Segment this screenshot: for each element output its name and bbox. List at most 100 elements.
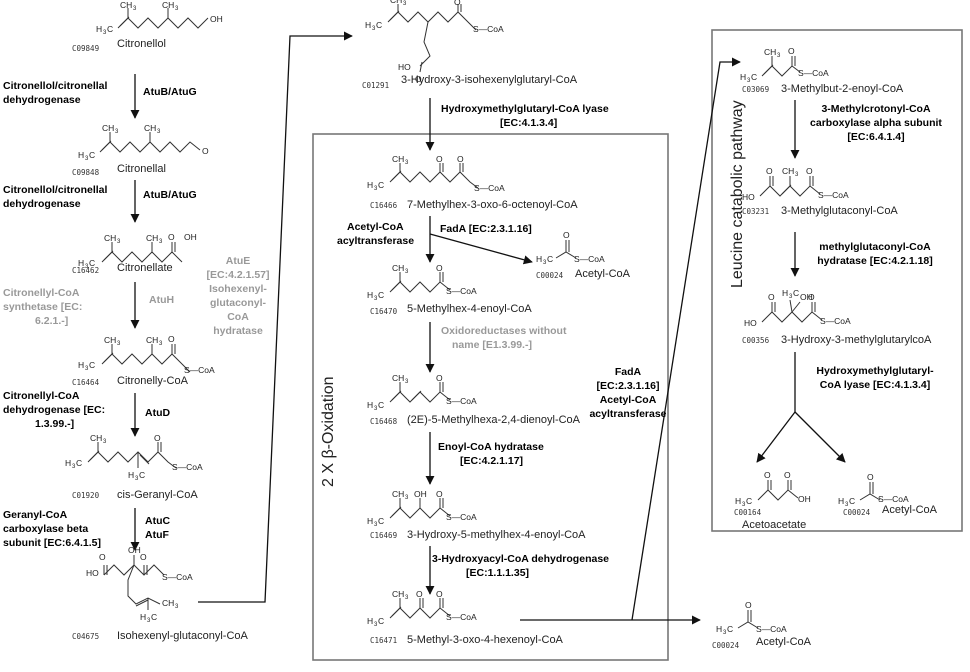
svg-text:O: O bbox=[168, 334, 175, 344]
svg-text:O: O bbox=[808, 292, 815, 302]
svg-text:C: C bbox=[378, 180, 384, 190]
enzyme-label: [EC:4.1.3.4] bbox=[500, 117, 557, 129]
svg-text:3: 3 bbox=[777, 53, 781, 59]
svg-text:3: 3 bbox=[374, 522, 378, 528]
compound-name: Citronellate bbox=[117, 262, 173, 274]
svg-text:CH: CH bbox=[104, 233, 116, 243]
svg-text:C: C bbox=[139, 470, 145, 480]
enzyme-label: Hydroxymethylglutaryl- bbox=[816, 365, 934, 377]
svg-text:CH: CH bbox=[162, 0, 174, 10]
enzyme-label: Citronellol/citronellal bbox=[3, 184, 108, 196]
svg-text:CH: CH bbox=[104, 335, 116, 345]
svg-text:C: C bbox=[378, 516, 384, 526]
compound-name: 7-Methylhex-3-oxo-6-octenoyl-CoA bbox=[407, 199, 578, 211]
svg-text:H: H bbox=[78, 258, 84, 268]
compound-name: Isohexenyl-glutaconyl-CoA bbox=[117, 630, 249, 642]
svg-text:OH: OH bbox=[210, 14, 223, 24]
svg-text:H: H bbox=[367, 516, 373, 526]
svg-text:H: H bbox=[96, 24, 102, 34]
svg-text:HO: HO bbox=[398, 62, 411, 72]
svg-text:O: O bbox=[436, 263, 443, 273]
svg-text:O: O bbox=[784, 470, 791, 480]
svg-text:CH: CH bbox=[390, 0, 402, 5]
compound-name: (2E)-5-Methylhexa-2,4-dienoyl-CoA bbox=[407, 414, 581, 426]
compound-name: 3-Hydroxy-5-methylhex-4-enoyl-CoA bbox=[407, 529, 586, 541]
svg-text:C: C bbox=[793, 288, 799, 298]
enzyme-label: synthetase [EC: bbox=[3, 301, 82, 313]
svg-text:O: O bbox=[867, 472, 874, 482]
gene-label: AtuB/AtuG bbox=[143, 189, 197, 201]
svg-text:O: O bbox=[766, 166, 773, 176]
svg-text:H: H bbox=[716, 624, 722, 634]
compound-name: Citronellol bbox=[117, 38, 166, 50]
svg-text:S—CoA: S—CoA bbox=[878, 494, 909, 504]
enzyme-label: methylglutaconyl-CoA bbox=[819, 241, 931, 253]
svg-text:OH: OH bbox=[414, 489, 427, 499]
svg-text:O: O bbox=[454, 0, 461, 7]
compound-name: Citronellal bbox=[117, 163, 166, 175]
svg-text:H: H bbox=[140, 612, 146, 622]
enzyme-label: hydratase [EC:4.2.1.18] bbox=[817, 255, 933, 267]
enzyme-label: dehydrogenase [EC: bbox=[3, 404, 105, 416]
enzyme-label: Acetyl-CoA bbox=[600, 394, 657, 406]
svg-text:H: H bbox=[367, 180, 373, 190]
compound-id: C03069 bbox=[742, 85, 769, 94]
compound-name: Acetoacetate bbox=[742, 519, 806, 531]
svg-text:3: 3 bbox=[133, 6, 137, 12]
svg-text:O: O bbox=[154, 433, 161, 443]
svg-text:S—CoA: S—CoA bbox=[184, 365, 215, 375]
svg-text:O: O bbox=[563, 230, 570, 240]
svg-text:3: 3 bbox=[723, 630, 727, 636]
svg-text:HO: HO bbox=[744, 318, 757, 328]
svg-text:3: 3 bbox=[742, 502, 746, 508]
svg-text:H: H bbox=[740, 72, 746, 82]
svg-text:O: O bbox=[415, 74, 422, 84]
side-product-arrow bbox=[429, 233, 533, 265]
enzyme-label: 3-Methylcrotonyl-CoA bbox=[821, 103, 931, 115]
gene-label: AtuB/AtuG bbox=[143, 86, 197, 98]
svg-text:C: C bbox=[378, 290, 384, 300]
svg-text:O: O bbox=[436, 154, 443, 164]
svg-text:C: C bbox=[89, 360, 95, 370]
svg-text:3: 3 bbox=[117, 239, 121, 245]
svg-text:3: 3 bbox=[543, 260, 547, 266]
svg-text:3: 3 bbox=[747, 78, 751, 84]
enzyme-label: name [E1.3.99.-] bbox=[452, 339, 532, 351]
svg-text:3: 3 bbox=[85, 156, 89, 162]
svg-text:C: C bbox=[727, 624, 733, 634]
svg-text:HO: HO bbox=[86, 568, 99, 578]
enzyme-label: Citronellyl-CoA bbox=[3, 287, 80, 299]
svg-text:3: 3 bbox=[374, 406, 378, 412]
compound-id: C01920 bbox=[72, 491, 100, 500]
compound-id: C00164 bbox=[734, 508, 762, 517]
svg-text:C: C bbox=[76, 458, 82, 468]
svg-text:C: C bbox=[107, 24, 113, 34]
enzyme-label: 6.2.1.-] bbox=[35, 315, 68, 327]
enzyme-label: [EC:6.4.1.4] bbox=[847, 131, 904, 143]
svg-text:O: O bbox=[788, 46, 795, 56]
compound-name: cis-Geranyl-CoA bbox=[117, 489, 198, 501]
svg-text:H: H bbox=[78, 360, 84, 370]
svg-text:H: H bbox=[367, 616, 373, 626]
svg-text:H: H bbox=[536, 254, 542, 264]
enzyme-label: [EC:1.1.1.35] bbox=[466, 567, 529, 579]
enzyme-label: CoA bbox=[227, 311, 249, 323]
gene-label: AtuC bbox=[145, 515, 170, 527]
compound-id: C16469 bbox=[370, 531, 397, 540]
compound-id: C04675 bbox=[72, 632, 99, 641]
svg-text:CH: CH bbox=[144, 123, 156, 133]
enzyme-label: [EC:2.3.1.16] bbox=[596, 380, 659, 392]
svg-text:H: H bbox=[365, 20, 371, 30]
svg-text:C: C bbox=[746, 496, 752, 506]
svg-text:O: O bbox=[436, 589, 443, 599]
svg-text:3: 3 bbox=[103, 30, 107, 36]
svg-text:CH: CH bbox=[392, 263, 404, 273]
svg-text:3: 3 bbox=[405, 160, 409, 166]
svg-text:S—CoA: S—CoA bbox=[162, 572, 193, 582]
